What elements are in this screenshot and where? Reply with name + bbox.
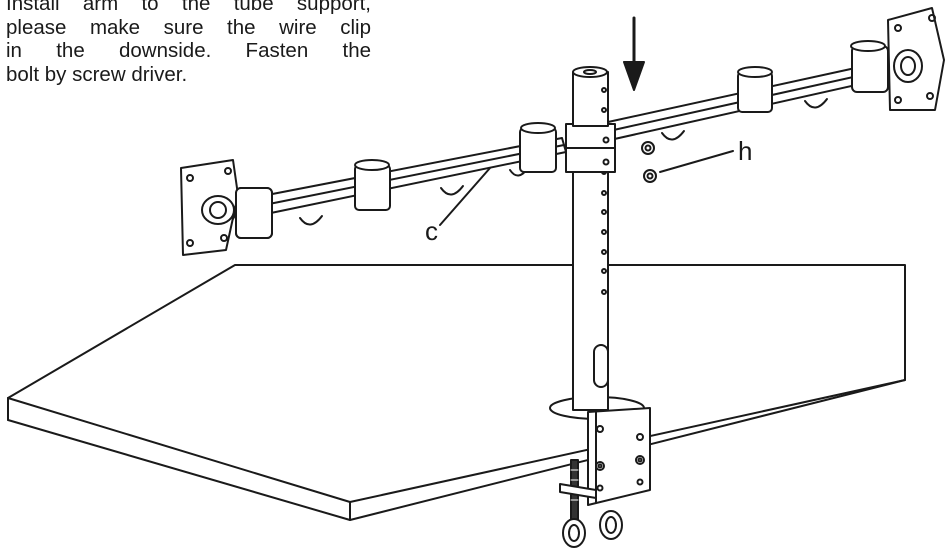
callout-h-leader xyxy=(659,150,734,173)
left-arm xyxy=(180,122,567,256)
callout-label-h: h xyxy=(738,136,753,166)
desk xyxy=(7,264,906,521)
instruction-line-4: bolt by screw driver. xyxy=(6,62,188,86)
down-arrow-icon xyxy=(623,16,645,91)
instruction-line-2: please make sure the wire clip xyxy=(6,15,371,39)
right-arm xyxy=(607,7,945,141)
instruction-line-3: in the downside. Fasten the xyxy=(6,39,371,62)
callout-label-c: c xyxy=(425,216,438,246)
tube-support xyxy=(572,149,609,411)
callout-c-leader xyxy=(439,167,491,226)
bolts xyxy=(641,141,657,183)
pole-top xyxy=(572,66,609,127)
instruction-text: Install arm to the tube support, please … xyxy=(6,0,371,86)
instruction-line-1: Install arm to the tube support, xyxy=(6,0,371,15)
arm-collar xyxy=(565,123,616,173)
